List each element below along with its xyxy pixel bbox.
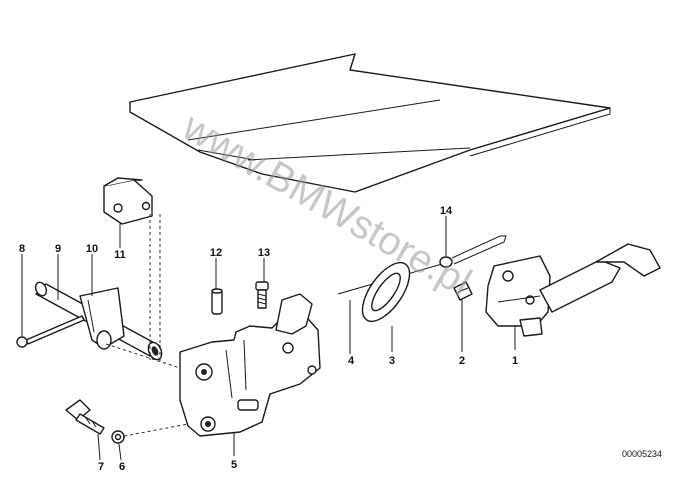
callout-12: 12 — [210, 247, 222, 259]
callout-7: 7 — [98, 461, 104, 473]
lever-part-1 — [485, 243, 661, 337]
grommet-part-3 — [361, 261, 411, 323]
bolt-part-7 — [65, 399, 105, 435]
callout-11: 11 — [114, 249, 126, 261]
callout-5: 5 — [231, 459, 237, 471]
clamp-part-2 — [453, 281, 473, 301]
callout-leaders — [21, 216, 516, 461]
callout-3: 3 — [389, 355, 395, 367]
lock-part-5 — [179, 293, 321, 437]
callout-numbers: 1 2 3 4 5 6 7 8 9 10 11 12 13 14 — [19, 205, 518, 473]
bracket-part-11 — [103, 177, 153, 225]
diagram-code: 00005234 — [622, 449, 662, 459]
hood-panel — [129, 53, 611, 193]
clip-part-14 — [439, 256, 453, 268]
callout-6: 6 — [119, 461, 125, 473]
mount-part-10 — [79, 287, 125, 350]
callout-10: 10 — [86, 243, 98, 255]
callout-1: 1 — [512, 355, 518, 367]
callout-13: 13 — [258, 247, 270, 259]
pin-part-12 — [211, 288, 223, 315]
washer-part-6 — [111, 430, 125, 444]
callout-14: 14 — [440, 205, 453, 217]
callout-8: 8 — [19, 243, 25, 255]
callout-9: 9 — [55, 243, 61, 255]
leader-lines — [105, 214, 189, 437]
bolt-part-13 — [255, 281, 269, 309]
callout-2: 2 — [459, 355, 465, 367]
callout-4: 4 — [348, 355, 355, 367]
screw-part-8 — [16, 315, 85, 348]
